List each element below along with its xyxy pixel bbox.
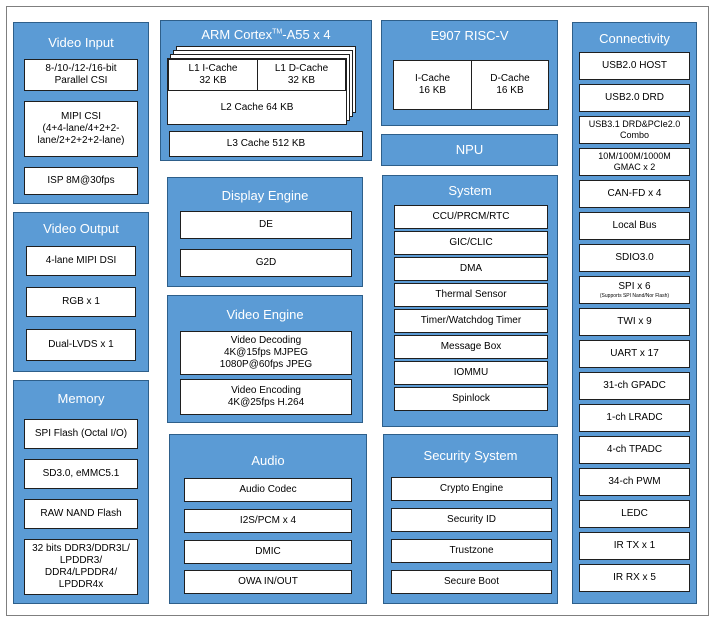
video-decoding-box: Video Decoding 4K@15fps MJPEG 1080P@60fp… xyxy=(180,331,352,375)
security-title: Security System xyxy=(423,448,518,463)
spi-note: (Supports SPI Nand/Nor Flash) xyxy=(599,293,670,299)
usb20-drd-box: USB2.0 DRD xyxy=(579,84,690,112)
thermal-sensor-box: Thermal Sensor xyxy=(394,283,548,307)
ledc-box: LEDC xyxy=(579,500,690,528)
rgb-box: RGB x 1 xyxy=(26,287,136,317)
system-title: System xyxy=(448,183,492,198)
pwm-box: 34-ch PWM xyxy=(579,468,690,496)
video-output-title: Video Output xyxy=(43,221,119,236)
dma-box: DMA xyxy=(394,257,548,281)
iommu-box: IOMMU xyxy=(394,361,548,385)
audio-block: Audio Audio Codec I2S/PCM x 4 DMIC OWA I… xyxy=(169,434,367,604)
memory-block: Memory SPI Flash (Octal I/O) SD3.0, eMMC… xyxy=(13,380,149,604)
video-engine-title: Video Engine xyxy=(226,307,304,322)
spi-box: SPI x 6 (Supports SPI Nand/Nor Flash) xyxy=(579,276,690,304)
connectivity-block: Connectivity USB2.0 HOST USB2.0 DRD USB3… xyxy=(572,22,697,604)
gic-clic-box: GIC/CLIC xyxy=(394,231,548,255)
audio-codec-box: Audio Codec xyxy=(184,478,352,502)
dmic-box: DMIC xyxy=(184,540,352,564)
security-id-box: Security ID xyxy=(391,508,552,532)
cpu-title: ARM CortexTM-A55 x 4 xyxy=(201,27,331,42)
riscv-block: E907 RISC-V I-Cache 16 KB D-Cache 16 KB xyxy=(381,20,558,126)
ir-rx-box: IR RX x 5 xyxy=(579,564,690,592)
de-box: DE xyxy=(180,211,352,239)
riscv-dcache-box: D-Cache 16 KB xyxy=(471,60,549,110)
npu-block: NPU xyxy=(381,134,558,166)
uart-box: UART x 17 xyxy=(579,340,690,368)
core-box: L1 I-Cache 32 KB L1 D-Cache 32 KB L2 Cac… xyxy=(167,58,347,125)
tpadc-box: 4-ch TPADC xyxy=(579,436,690,464)
spi-label: SPI x 6 xyxy=(618,281,651,292)
riscv-icache-box: I-Cache 16 KB xyxy=(393,60,472,110)
sdio30-box: SDIO3.0 xyxy=(579,244,690,272)
lradc-box: 1-ch LRADC xyxy=(579,404,690,432)
video-input-title: Video Input xyxy=(48,35,114,50)
parallel-csi-box: 8-/10-/12-/16-bit Parallel CSI xyxy=(24,59,138,91)
system-block: System CCU/PRCM/RTC GIC/CLIC DMA Thermal… xyxy=(382,175,558,427)
usb31-pcie-box: USB3.1 DRD&PCIe2.0 Combo xyxy=(579,116,690,144)
npu-title: NPU xyxy=(455,142,484,157)
owa-box: OWA IN/OUT xyxy=(184,570,352,594)
video-encoding-box: Video Encoding 4K@25fps H.264 xyxy=(180,379,352,415)
mipi-csi-box: MIPI CSI (4+4-lane/4+2+2- lane/2+2+2+2-l… xyxy=(24,101,138,157)
mipi-dsi-box: 4-lane MIPI DSI xyxy=(26,246,136,276)
cpu-block: ARM CortexTM-A55 x 4 L1 I-Cache 32 KB L1… xyxy=(160,20,372,161)
dual-lvds-box: Dual-LVDS x 1 xyxy=(26,329,136,361)
usb20-host-box: USB2.0 HOST xyxy=(579,52,690,80)
spi-flash-box: SPI Flash (Octal I/O) xyxy=(24,419,138,449)
ccu-prcm-rtc-box: CCU/PRCM/RTC xyxy=(394,205,548,229)
l1-icache-box: L1 I-Cache 32 KB xyxy=(168,59,258,91)
message-box-box: Message Box xyxy=(394,335,548,359)
connectivity-title: Connectivity xyxy=(599,31,670,46)
isp-box: ISP 8M@30fps xyxy=(24,167,138,195)
display-engine-block: Display Engine DE G2D xyxy=(167,177,363,287)
riscv-title: E907 RISC-V xyxy=(430,28,509,43)
local-bus-box: Local Bus xyxy=(579,212,690,240)
diagram-frame xyxy=(6,6,709,616)
gpadc-box: 31-ch GPADC xyxy=(579,372,690,400)
crypto-engine-box: Crypto Engine xyxy=(391,477,552,501)
l1-dcache-box: L1 D-Cache 32 KB xyxy=(257,59,346,91)
audio-title: Audio xyxy=(251,453,285,468)
secure-boot-box: Secure Boot xyxy=(391,570,552,594)
display-engine-title: Display Engine xyxy=(221,188,309,203)
raw-nand-box: RAW NAND Flash xyxy=(24,499,138,529)
spinlock-box: Spinlock xyxy=(394,387,548,411)
gmac-box: 10M/100M/1000M GMAC x 2 xyxy=(579,148,690,176)
l2-cache-box: L2 Cache 64 KB xyxy=(168,90,346,124)
l3-cache-box: L3 Cache 512 KB xyxy=(169,131,363,157)
ir-tx-box: IR TX x 1 xyxy=(579,532,690,560)
timer-watchdog-box: Timer/Watchdog Timer xyxy=(394,309,548,333)
g2d-box: G2D xyxy=(180,249,352,277)
can-fd-box: CAN-FD x 4 xyxy=(579,180,690,208)
twi-box: TWI x 9 xyxy=(579,308,690,336)
i2s-pcm-box: I2S/PCM x 4 xyxy=(184,509,352,533)
video-output-block: Video Output 4-lane MIPI DSI RGB x 1 Dua… xyxy=(13,212,149,372)
memory-title: Memory xyxy=(57,391,105,406)
video-input-block: Video Input 8-/10-/12-/16-bit Parallel C… xyxy=(13,22,149,204)
video-engine-block: Video Engine Video Decoding 4K@15fps MJP… xyxy=(167,295,363,423)
trustzone-box: Trustzone xyxy=(391,539,552,563)
security-block: Security System Crypto Engine Security I… xyxy=(383,434,558,604)
sd-emmc-box: SD3.0, eMMC5.1 xyxy=(24,459,138,489)
ddr-box: 32 bits DDR3/DDR3L/ LPDDR3/ DDR4/LPDDR4/… xyxy=(24,539,138,595)
